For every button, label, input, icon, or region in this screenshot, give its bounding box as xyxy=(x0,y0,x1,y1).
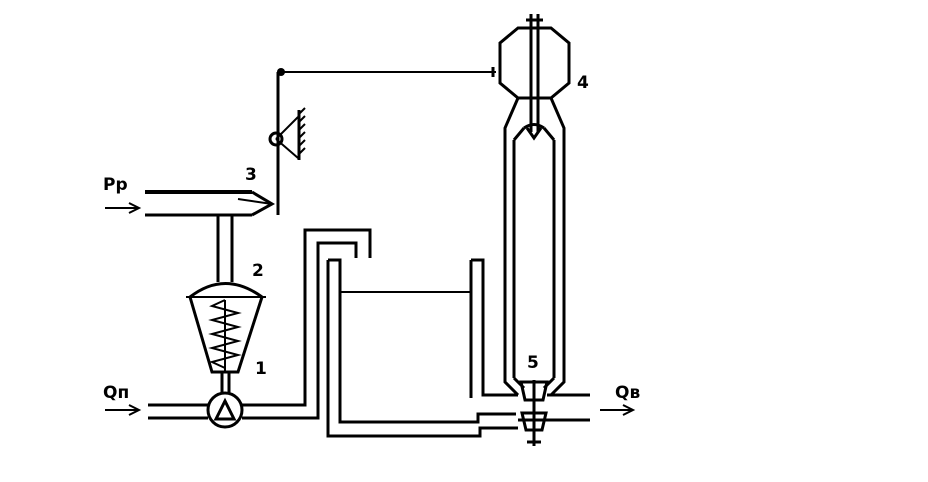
pressure-inlet-arrow xyxy=(105,202,142,214)
membrane-label: 2 xyxy=(252,261,264,281)
head-vessel-label: 4 xyxy=(577,73,589,93)
vessel-rod xyxy=(529,14,540,132)
spring xyxy=(208,299,242,369)
vessel-head xyxy=(498,14,571,397)
discharge-pipe xyxy=(242,228,372,420)
flow-in-label: Qп xyxy=(103,383,129,403)
tank xyxy=(326,258,518,438)
lever-pivot xyxy=(268,131,284,147)
flow-out-label: Qв xyxy=(615,383,640,403)
nozzle-assembly xyxy=(105,190,276,217)
flapper-lever xyxy=(268,67,496,215)
pump-label: 1 xyxy=(255,359,267,379)
pump xyxy=(105,391,244,429)
pump-inlet-arrow xyxy=(105,404,142,416)
membrane-chamber xyxy=(186,282,266,394)
nozzle-label: 3 xyxy=(245,165,257,185)
outlet-arrow xyxy=(600,404,636,416)
valve-label: 5 xyxy=(527,353,539,373)
pressure-inlet-label: Pр xyxy=(103,175,128,195)
valve xyxy=(518,380,590,446)
membrane-stem xyxy=(216,215,234,282)
